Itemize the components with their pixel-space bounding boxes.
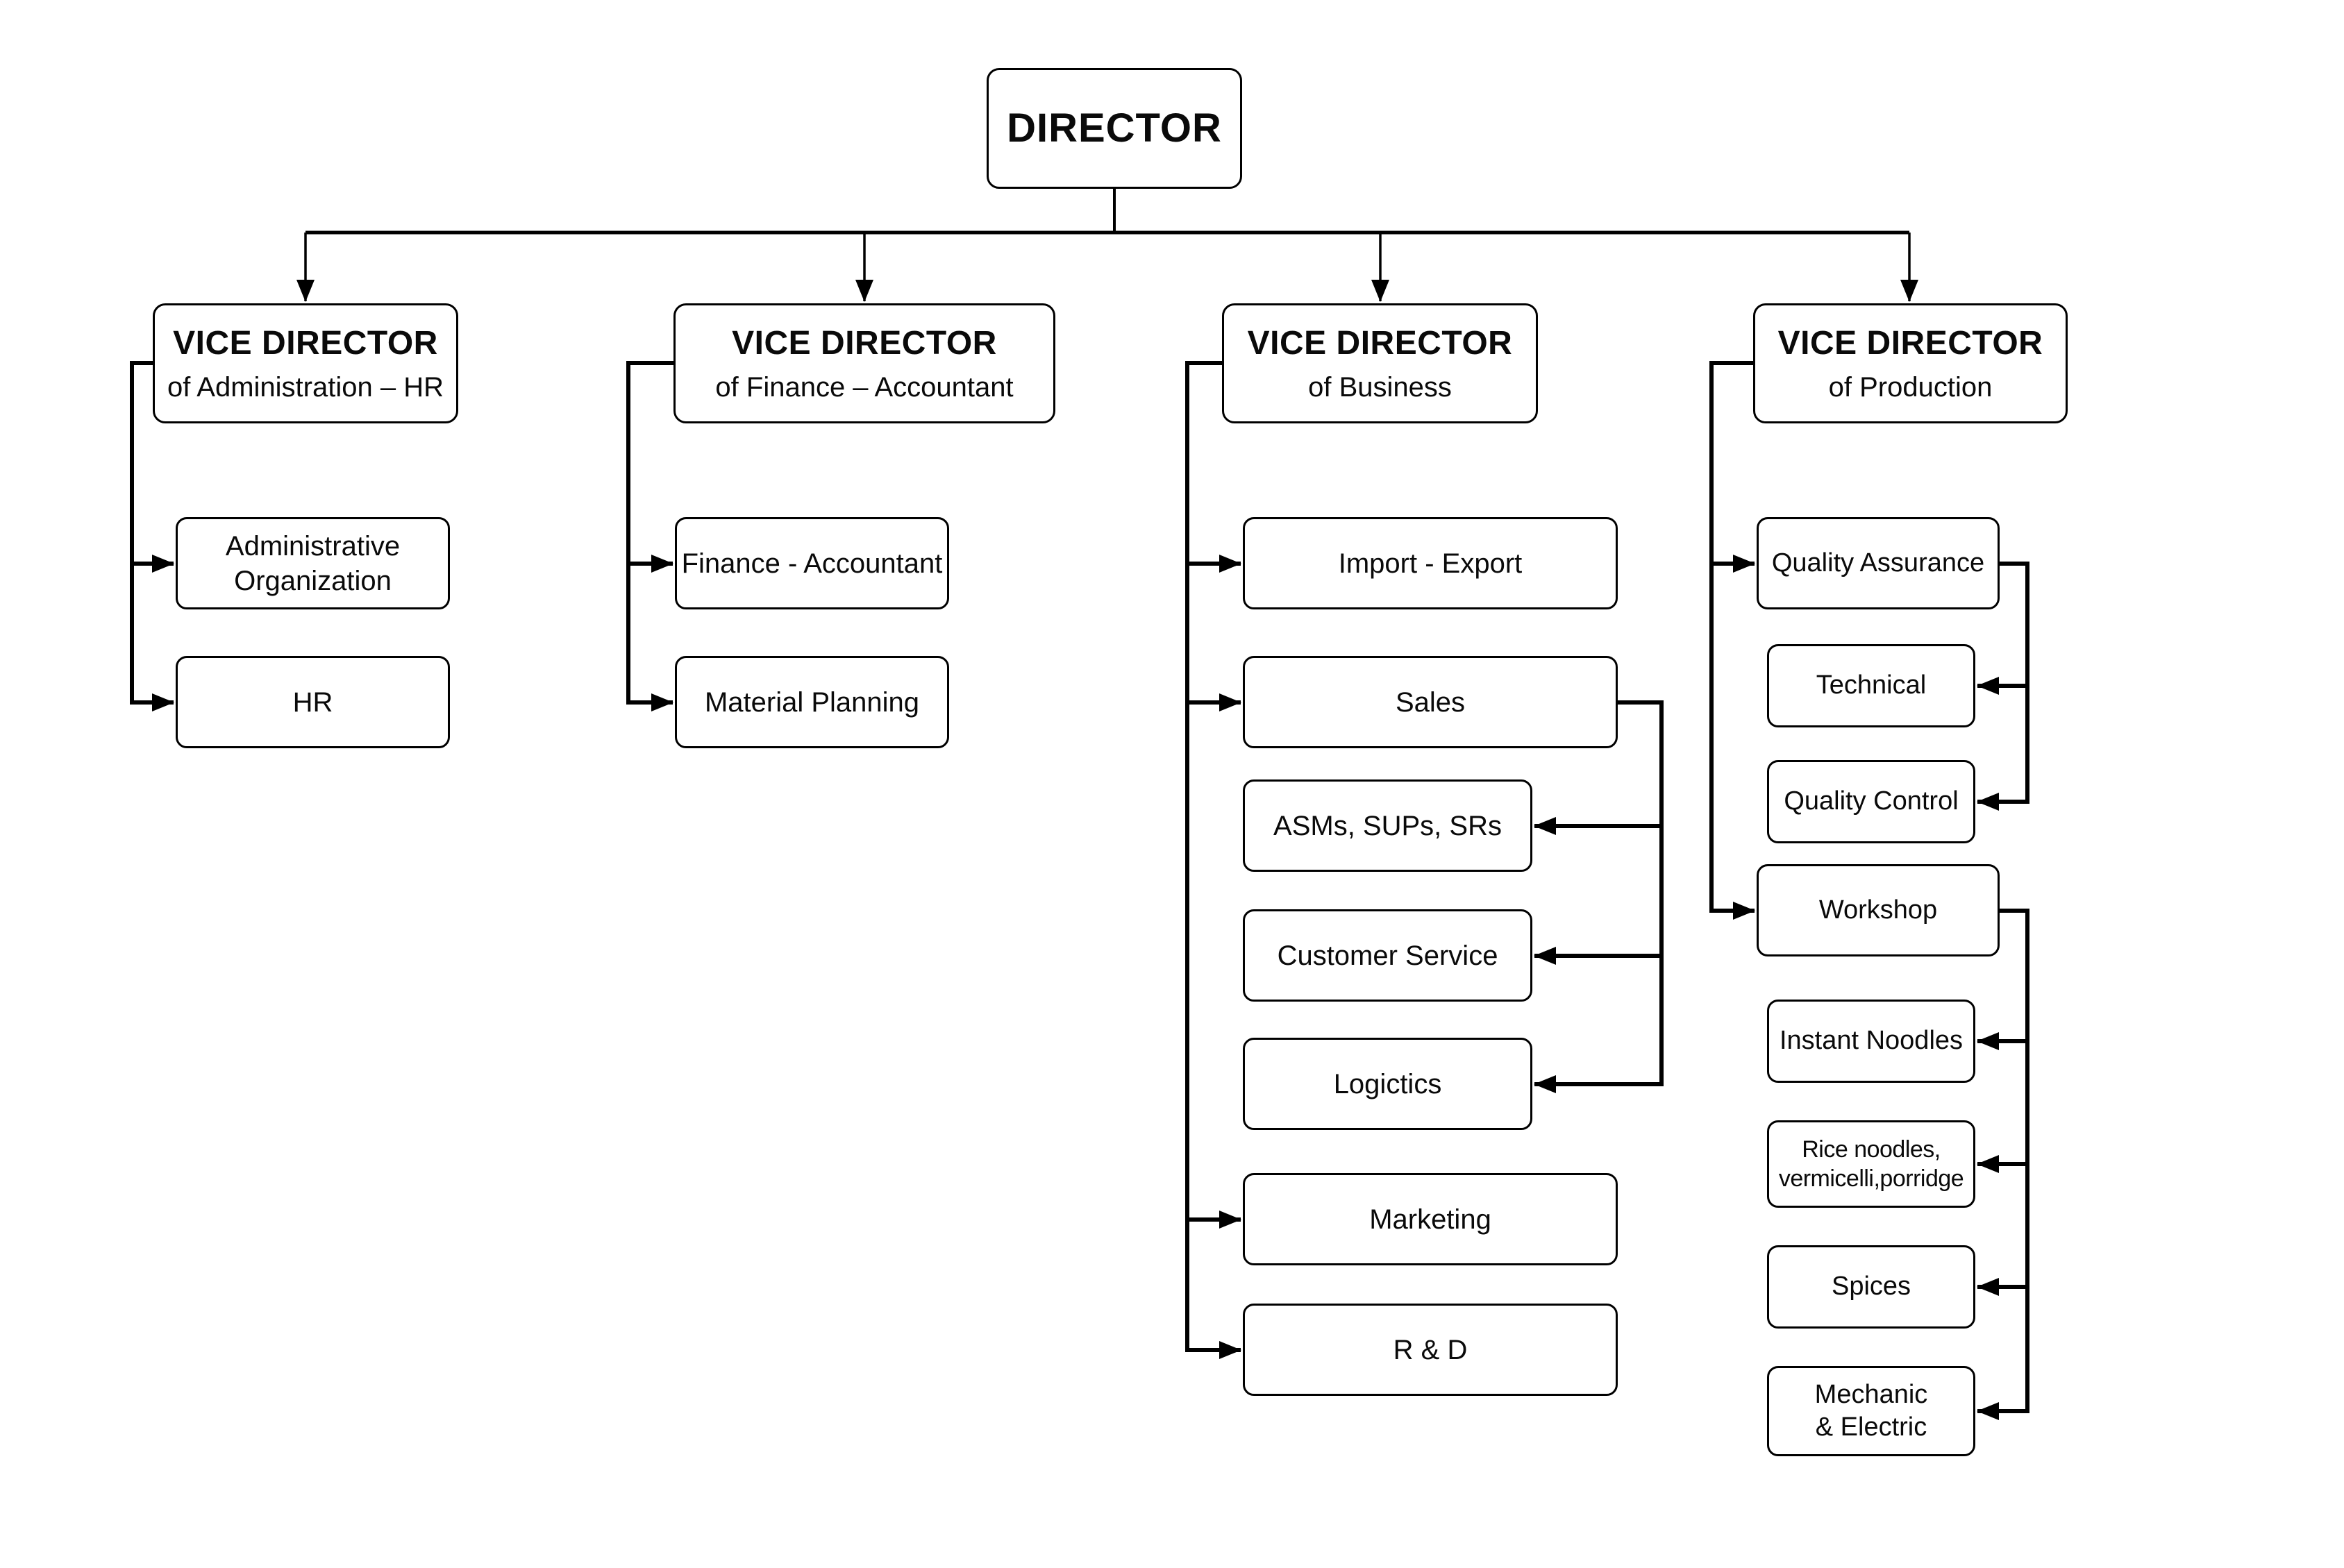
mechanic-electric-box: Mechanic & Electric <box>1767 1366 1975 1456</box>
hr-box: HR <box>176 656 450 748</box>
label-line1: Mechanic <box>1814 1379 1928 1409</box>
vice-director-business-box: VICE DIRECTOR of Business <box>1222 303 1538 423</box>
vd4-title-label: VICE DIRECTOR <box>1777 324 2043 362</box>
vice-director-production-box: VICE DIRECTOR of Production <box>1753 303 2068 423</box>
label-line1: Rice noodles, <box>1802 1136 1941 1163</box>
label-line1: Spices <box>1831 1272 1911 1301</box>
vd3-subtitle-label: of Business <box>1308 371 1452 403</box>
label-line1: Import - Export <box>1338 548 1523 579</box>
quality-control-box: Quality Control <box>1767 760 1975 843</box>
label-line1: Quality Control <box>1784 786 1959 816</box>
finance-accountant-box: Finance - Accountant <box>675 517 949 609</box>
label-line1: Logictics <box>1333 1068 1442 1099</box>
qa-feed-line <box>1977 562 2029 811</box>
col4-spine-line <box>1709 361 1755 920</box>
administrative-organization-box: Administrative Organization <box>176 517 450 609</box>
label-line2: vermicelli,porridge <box>1778 1165 1964 1192</box>
vd1-title-label: VICE DIRECTOR <box>173 324 438 362</box>
vd2-subtitle-label: of Finance – Accountant <box>715 371 1014 403</box>
rice-noodles-box: Rice noodles, vermicelli,porridge <box>1767 1120 1975 1208</box>
instant-noodles-box: Instant Noodles <box>1767 1000 1975 1083</box>
customer-service-box: Customer Service <box>1243 909 1532 1002</box>
workshop-feed-line <box>1977 909 2029 1420</box>
asms-sups-srs-box: ASMs, SUPs, SRs <box>1243 779 1532 872</box>
label-line1: Sales <box>1395 686 1466 718</box>
vd4-subtitle-label: of Production <box>1828 371 1993 403</box>
label-line1: ASMs, SUPs, SRs <box>1273 810 1502 841</box>
vice-director-administration-hr-box: VICE DIRECTOR of Administration – HR <box>153 303 458 423</box>
vd2-title-label: VICE DIRECTOR <box>732 324 997 362</box>
label-line1: R & D <box>1393 1334 1468 1365</box>
label-line1: Administrative <box>225 530 401 562</box>
label-line2: Organization <box>234 565 392 596</box>
label-line1: Technical <box>1816 671 1927 700</box>
label-line1: Quality Assurance <box>1771 548 1985 578</box>
label-line2: & Electric <box>1815 1413 1927 1442</box>
spices-box: Spices <box>1767 1245 1975 1329</box>
col3-spine-line <box>1185 361 1241 1359</box>
director-box: DIRECTOR <box>987 68 1242 189</box>
label-line1: Material Planning <box>704 686 920 718</box>
vd1-subtitle-label: of Administration – HR <box>167 371 444 403</box>
director-label: DIRECTOR <box>1007 105 1222 151</box>
workshop-box: Workshop <box>1757 864 2000 956</box>
logictics-box: Logictics <box>1243 1038 1532 1130</box>
label-line1: Finance - Accountant <box>681 548 943 579</box>
sales-feed-line <box>1534 700 1664 1093</box>
r-and-d-box: R & D <box>1243 1304 1618 1396</box>
col1-spine-line <box>130 361 174 711</box>
import-export-box: Import - Export <box>1243 517 1618 609</box>
marketing-box: Marketing <box>1243 1173 1618 1265</box>
label-line1: Customer Service <box>1277 940 1498 971</box>
quality-assurance-box: Quality Assurance <box>1757 517 2000 609</box>
technical-box: Technical <box>1767 644 1975 727</box>
label-line1: HR <box>292 686 333 718</box>
label-line1: Workshop <box>1818 895 1938 925</box>
sales-box: Sales <box>1243 656 1618 748</box>
material-planning-box: Material Planning <box>675 656 949 748</box>
vice-director-finance-accountant-box: VICE DIRECTOR of Finance – Accountant <box>673 303 1055 423</box>
label-line1: Marketing <box>1369 1204 1491 1235</box>
label-line1: Instant Noodles <box>1779 1026 1964 1056</box>
col2-spine-line <box>626 361 673 711</box>
vd3-title-label: VICE DIRECTOR <box>1247 324 1513 362</box>
